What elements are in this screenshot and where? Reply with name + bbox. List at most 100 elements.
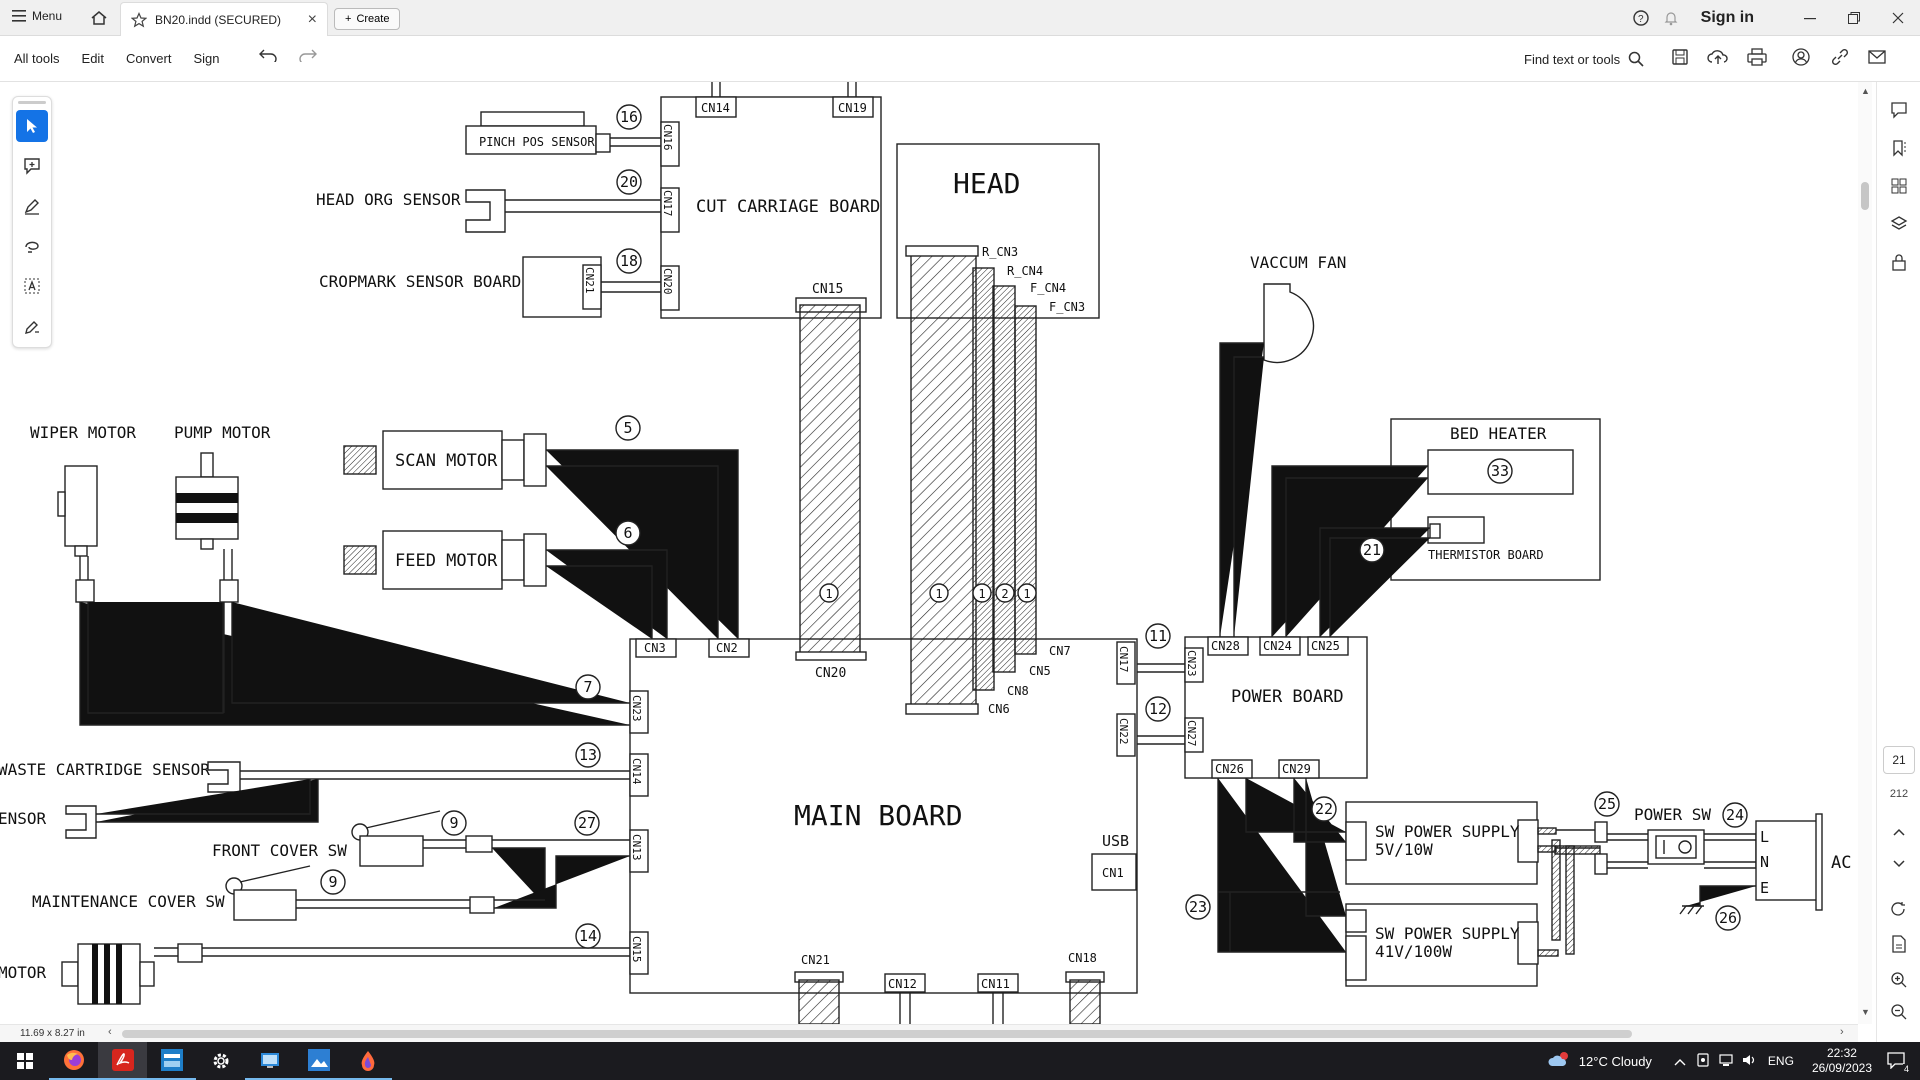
calculator-app-icon[interactable] bbox=[147, 1042, 196, 1080]
svg-text:CN5: CN5 bbox=[1029, 664, 1051, 678]
svg-text:POWER SW: POWER SW bbox=[1634, 805, 1711, 824]
scroll-right-icon[interactable]: › bbox=[1840, 1026, 1844, 1038]
link-icon[interactable] bbox=[1830, 47, 1850, 67]
settings-gear-icon[interactable] bbox=[196, 1042, 245, 1080]
svg-text:26: 26 bbox=[1719, 909, 1737, 927]
scroll-down-icon[interactable]: ▼ bbox=[1861, 1007, 1870, 1017]
draw-freehand-icon[interactable] bbox=[16, 230, 48, 262]
minimize-icon[interactable] bbox=[1788, 12, 1832, 24]
convert-menu[interactable]: Convert bbox=[125, 51, 172, 66]
tab-title: BN20.indd (SECURED) bbox=[155, 12, 282, 27]
scroll-up-icon[interactable]: ▲ bbox=[1861, 86, 1870, 96]
upload-cloud-icon[interactable] bbox=[1707, 47, 1729, 67]
svg-text:MOTOR: MOTOR bbox=[0, 963, 47, 982]
select-tool-icon[interactable] bbox=[16, 110, 48, 142]
svg-text:FRONT COVER SW: FRONT COVER SW bbox=[212, 841, 347, 860]
svg-text:AC: AC bbox=[1831, 853, 1851, 873]
photos-app-icon[interactable] bbox=[294, 1042, 343, 1080]
bookmarks-icon[interactable] bbox=[1887, 136, 1911, 160]
lock-icon[interactable] bbox=[1887, 250, 1911, 274]
edit-menu[interactable]: Edit bbox=[81, 51, 104, 66]
svg-text:F_CN4: F_CN4 bbox=[1030, 281, 1066, 295]
svg-text:CN17: CN17 bbox=[1117, 646, 1130, 673]
svg-text:USB: USB bbox=[1102, 832, 1129, 850]
page-size-label: 11.69 x 8.27 in bbox=[20, 1028, 85, 1039]
layers-icon[interactable] bbox=[1887, 212, 1911, 236]
email-icon[interactable] bbox=[1867, 47, 1887, 67]
share-user-icon[interactable] bbox=[1791, 47, 1813, 67]
svg-text:WASTE CARTRIDGE SENSOR: WASTE CARTRIDGE SENSOR bbox=[0, 760, 210, 779]
undo-icon[interactable] bbox=[258, 48, 278, 62]
scroll-left-icon[interactable]: ‹ bbox=[108, 1026, 112, 1038]
remote-desktop-icon[interactable] bbox=[245, 1042, 294, 1080]
svg-text:18: 18 bbox=[620, 252, 638, 270]
svg-text:VACCUM FAN: VACCUM FAN bbox=[1250, 253, 1346, 272]
add-comment-icon[interactable] bbox=[16, 150, 48, 182]
svg-text:POWER BOARD: POWER BOARD bbox=[1231, 687, 1344, 707]
volume-icon[interactable] bbox=[1742, 1053, 1758, 1070]
create-button[interactable]: + Create bbox=[334, 8, 401, 30]
svg-text:SW POWER SUPPLY: SW POWER SUPPLY bbox=[1375, 924, 1520, 943]
svg-text:FEED MOTOR: FEED MOTOR bbox=[395, 551, 498, 571]
next-page-icon[interactable] bbox=[1887, 852, 1911, 876]
svg-text:21: 21 bbox=[1363, 541, 1381, 559]
vertical-scrollbar[interactable]: ▲ ▼ bbox=[1858, 82, 1872, 1024]
svg-text:CN7: CN7 bbox=[1049, 644, 1071, 658]
weather-text[interactable]: 12°C Cloudy bbox=[1578, 1053, 1652, 1069]
print-icon[interactable] bbox=[1746, 47, 1768, 67]
home-icon[interactable] bbox=[88, 8, 110, 28]
device-icon[interactable] bbox=[1696, 1052, 1710, 1070]
save-icon[interactable] bbox=[1670, 47, 1690, 67]
zoom-out-icon[interactable] bbox=[1887, 1000, 1911, 1024]
acrobat-icon[interactable] bbox=[98, 1042, 147, 1080]
sign-pen-icon[interactable] bbox=[16, 310, 48, 342]
firefox-icon[interactable] bbox=[49, 1042, 98, 1080]
network-icon[interactable] bbox=[1718, 1053, 1734, 1070]
zoom-in-icon[interactable] bbox=[1887, 968, 1911, 992]
rotate-icon[interactable] bbox=[1887, 898, 1911, 922]
menu-button[interactable]: Menu bbox=[12, 9, 62, 23]
comments-icon[interactable] bbox=[1887, 98, 1911, 122]
svg-text:1: 1 bbox=[978, 587, 985, 601]
show-hidden-icons-chevron-icon[interactable] bbox=[1674, 1054, 1686, 1069]
weather-cloud-icon[interactable] bbox=[1547, 1051, 1571, 1072]
thumbnails-icon[interactable] bbox=[1887, 174, 1911, 198]
svg-text:22: 22 bbox=[1315, 800, 1333, 818]
language-indicator[interactable]: ENG bbox=[1767, 1054, 1794, 1068]
clock[interactable]: 22:32 26/09/2023 bbox=[1812, 1046, 1872, 1076]
svg-text:CN1: CN1 bbox=[1102, 866, 1124, 880]
notifications-icon[interactable]: 4 bbox=[1886, 1051, 1910, 1074]
sign-menu[interactable]: Sign bbox=[193, 51, 220, 66]
horizontal-scrollbar[interactable]: 11.69 x 8.27 in ‹ › bbox=[0, 1024, 1858, 1042]
svg-text:CN19: CN19 bbox=[838, 101, 867, 115]
help-icon[interactable]: ? bbox=[1632, 10, 1649, 26]
text-box-icon[interactable] bbox=[16, 270, 48, 302]
document-tab[interactable]: BN20.indd (SECURED) × bbox=[120, 2, 328, 36]
sign-in-button[interactable]: Sign in bbox=[1700, 9, 1754, 26]
svg-text:9: 9 bbox=[328, 873, 337, 891]
star-icon[interactable] bbox=[131, 11, 147, 28]
page-fit-icon[interactable] bbox=[1887, 932, 1911, 956]
main-board-label: MAIN BOARD bbox=[794, 799, 963, 832]
all-tools-menu[interactable]: All tools bbox=[14, 51, 60, 66]
previous-page-icon[interactable] bbox=[1887, 820, 1911, 844]
horizontal-scroll-thumb[interactable] bbox=[122, 1030, 1632, 1038]
close-tab-icon[interactable]: × bbox=[307, 10, 317, 28]
svg-text:SCAN MOTOR: SCAN MOTOR bbox=[395, 451, 498, 471]
highlight-pen-icon[interactable] bbox=[16, 190, 48, 222]
svg-text:12: 12 bbox=[1149, 700, 1167, 718]
find-tools-search[interactable]: Find text or tools bbox=[1524, 51, 1644, 67]
find-label: Find text or tools bbox=[1524, 51, 1621, 67]
svg-text:23: 23 bbox=[1189, 898, 1207, 916]
notification-bell-icon[interactable] bbox=[1663, 10, 1679, 26]
windows-start-icon[interactable] bbox=[0, 1042, 49, 1080]
document-view[interactable]: CUT CARRIAGE BOARD CN14 CN19 CN16 CN17 C… bbox=[0, 82, 1858, 1024]
close-window-icon[interactable] bbox=[1876, 12, 1920, 24]
redo-icon[interactable] bbox=[298, 48, 318, 62]
paint-drop-icon[interactable] bbox=[343, 1042, 392, 1080]
page-number-input[interactable]: 21 bbox=[1883, 746, 1915, 774]
vertical-scroll-thumb[interactable] bbox=[1861, 182, 1869, 210]
search-icon[interactable] bbox=[1628, 51, 1644, 67]
svg-text:L: L bbox=[1760, 828, 1769, 846]
restore-icon[interactable] bbox=[1832, 12, 1876, 24]
